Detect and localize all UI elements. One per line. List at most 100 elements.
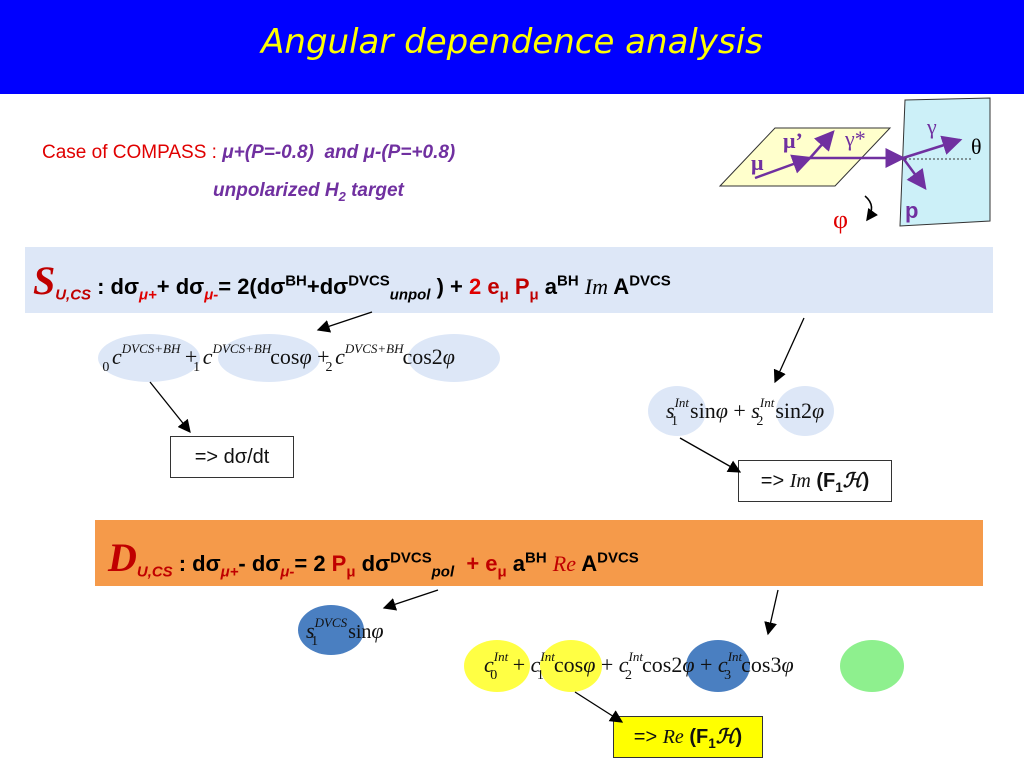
re-prefix: => (633, 726, 663, 748)
c3-int-sup: Int (727, 649, 743, 664)
d-minus: - dσ (238, 551, 281, 576)
s1-dvcs-var: s (306, 618, 315, 643)
d-pol: pol (431, 563, 455, 581)
ellipse-c2-int (686, 640, 750, 692)
mu-prime-label: μ’ (783, 128, 803, 153)
im-close: ) (862, 470, 870, 492)
c1-int-sup: Int (540, 649, 555, 664)
s-A: A (608, 274, 630, 299)
s-a: a (538, 274, 558, 299)
s-mu-plus: μ+ (139, 286, 157, 304)
beam-plus: μ+(P=-0.8) (222, 142, 314, 163)
c2-int-var: c (618, 652, 629, 677)
s-unpol: unpol (389, 286, 431, 304)
hadron-plane (899, 97, 991, 227)
arrow-d-to-dvcs (382, 589, 439, 611)
s-p-sub: μ (529, 286, 539, 304)
d-equation-box (95, 520, 983, 586)
arrow-s-to-terms (316, 311, 373, 333)
s-bh: BH (285, 272, 307, 290)
s2-sub: 2 (756, 414, 764, 429)
d-dvcs: DVCS (390, 549, 432, 567)
phi-arrow (864, 195, 878, 222)
re-sub: 1 (708, 736, 716, 751)
cos-1: cos (270, 344, 300, 369)
re-text: Re (662, 726, 684, 748)
c2-int-sub: 2 (625, 668, 632, 683)
re-h: ℋ (715, 726, 736, 748)
d-phi-3: φ (781, 652, 794, 677)
sin-1: sin (690, 398, 716, 423)
s-e: e (481, 274, 500, 299)
d-cos-2: cos2 (642, 652, 683, 677)
c0-int-sup: Int (493, 649, 509, 664)
sin-2: sin2 (775, 398, 812, 423)
plus-2: + (311, 344, 336, 369)
c1-int-sub: 1 (536, 668, 544, 683)
d-a: a (506, 551, 526, 576)
s-symbol: S (33, 258, 56, 303)
c2-sup: DVCS+BH (344, 341, 404, 356)
s-mu-minus: μ- (204, 286, 219, 304)
c0-sup: DVCS+BH (121, 341, 181, 356)
c0-sub: 0 (102, 360, 110, 375)
d-mu-plus: μ+ (220, 563, 239, 581)
d-re: Re (552, 551, 576, 576)
ellipse-c0-int (464, 640, 530, 692)
d-a-sup: BH (525, 549, 547, 567)
gamma-line (902, 135, 963, 160)
s-symbol-sub: U,CS (55, 286, 91, 304)
s-int-plus: + (727, 398, 752, 423)
mu-label: μ (751, 150, 764, 175)
s-plus: + dσ (156, 274, 205, 299)
arrow-c0-to-dsdt (149, 381, 191, 434)
dvcs-sin: sin (348, 621, 372, 643)
target-line: unpolarized H2 target (213, 180, 404, 203)
ellipse-c1-int (540, 640, 602, 692)
c2-var: c (335, 344, 345, 369)
im-sub: 1 (835, 480, 843, 495)
ellipse-c1 (218, 334, 320, 382)
beam-minus: μ-(P=+0.8) (363, 142, 456, 163)
c1-sub: 1 (193, 360, 201, 375)
s-e-sub: μ (499, 286, 509, 304)
d-A: A (575, 551, 598, 576)
cos-2: cos2 (402, 344, 443, 369)
c0-var: c (112, 344, 122, 369)
s-plus-dsigma: +dσ (306, 274, 349, 299)
d-A-sup: DVCS (597, 549, 639, 567)
d-equation: DU,CS : dσμ+- dσμ-= 2 Pμ dσDVCSpol + eμ … (108, 534, 639, 581)
phi-2: φ (442, 344, 455, 369)
d-colon: : dσ (172, 551, 221, 576)
proton-line (901, 157, 927, 191)
s1-sup: Int (674, 395, 690, 410)
d-cos-3: cos3 (741, 652, 782, 677)
phi-1: φ (299, 344, 312, 369)
ellipse-s2 (776, 386, 834, 436)
im-open: (F (810, 470, 836, 492)
s-equation-box (25, 247, 993, 313)
phi-label: φ (833, 205, 848, 234)
s-two: 2 (468, 274, 482, 299)
d-dsigma: dσ (355, 551, 391, 576)
d-plus-2: + (595, 652, 619, 677)
c2-int-sup: Int (628, 649, 643, 664)
s-eq: = 2(dσ (218, 274, 286, 299)
beam-and: and (313, 142, 364, 163)
s-a-sup: BH (557, 272, 579, 290)
dvcs-phi: φ (371, 618, 384, 643)
s-dvcs: DVCS (348, 272, 390, 290)
d-plus-e: + e (454, 551, 498, 576)
mu-line (754, 154, 813, 180)
d-eq: = 2 (294, 551, 332, 576)
result-dsigma-dt: => dσ/dt (170, 436, 294, 478)
d-e-sub: μ (497, 563, 507, 581)
s-close: ) + (430, 274, 469, 299)
ellipse-c3-int (840, 640, 904, 692)
c3-int-var: c (717, 652, 728, 677)
s-phi-1: φ (715, 398, 728, 423)
re-open: (F (683, 726, 709, 748)
